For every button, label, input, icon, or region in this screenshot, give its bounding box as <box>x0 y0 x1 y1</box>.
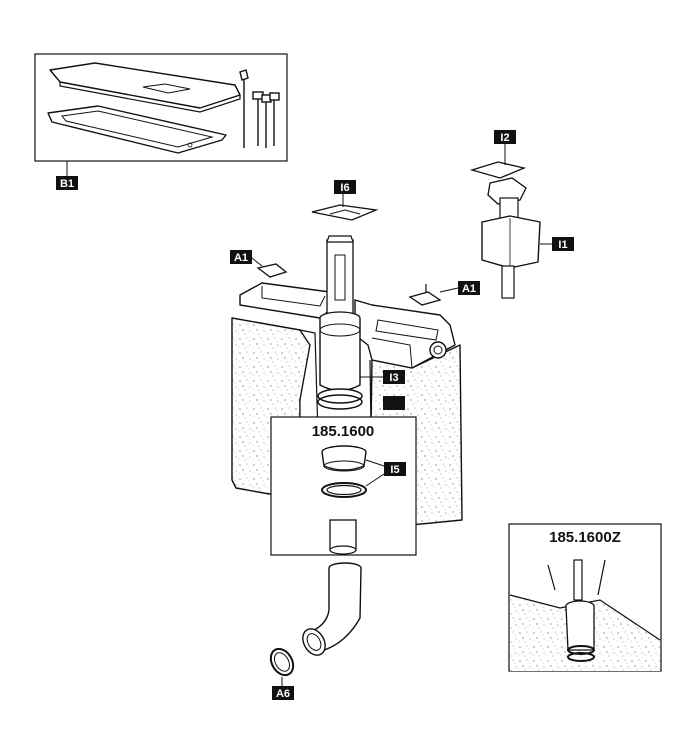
cover-plate-window <box>142 83 191 94</box>
fixing-rods <box>239 69 280 148</box>
pan-connector-bend <box>302 562 362 656</box>
bracket-right <box>408 284 459 306</box>
svg-text:I1: I1 <box>558 239 567 251</box>
pan-seal <box>269 647 295 686</box>
svg-text:I5: I5 <box>390 464 399 476</box>
fill-valve <box>481 177 552 299</box>
svg-text:A1: A1 <box>462 283 476 295</box>
label-b1: B1 <box>56 176 78 190</box>
label-i6: I6 <box>334 180 356 194</box>
svg-text:I2: I2 <box>500 132 509 144</box>
label-i1: I1 <box>552 237 574 251</box>
cover-plate-group <box>34 53 288 176</box>
label-i5: I5 <box>384 462 406 476</box>
svg-text:A1: A1 <box>234 252 248 264</box>
flush-valve-clip <box>311 194 379 221</box>
inset-code: 185.1600Z <box>549 529 621 546</box>
fill-valve-clip <box>469 144 527 179</box>
label-a1-right: A1 <box>458 281 480 295</box>
svg-text:I6: I6 <box>340 182 349 194</box>
svg-text:B1: B1 <box>60 178 74 190</box>
flush-valve <box>317 235 363 410</box>
outlet-pipe <box>329 519 357 555</box>
label-a1-left: A1 <box>230 250 252 264</box>
label-i2: I2 <box>494 130 516 144</box>
seal-kit-code: 185.1600 <box>312 423 375 440</box>
svg-text:I3: I3 <box>389 372 398 384</box>
label-a6: A6 <box>272 686 294 700</box>
inset-panel: 185.1600Z <box>508 523 662 672</box>
svg-text:A6: A6 <box>276 688 290 700</box>
bracket-left <box>251 257 288 278</box>
label-i3: I3 <box>383 370 405 384</box>
seal-ring <box>321 482 367 498</box>
blank-label <box>383 396 405 410</box>
